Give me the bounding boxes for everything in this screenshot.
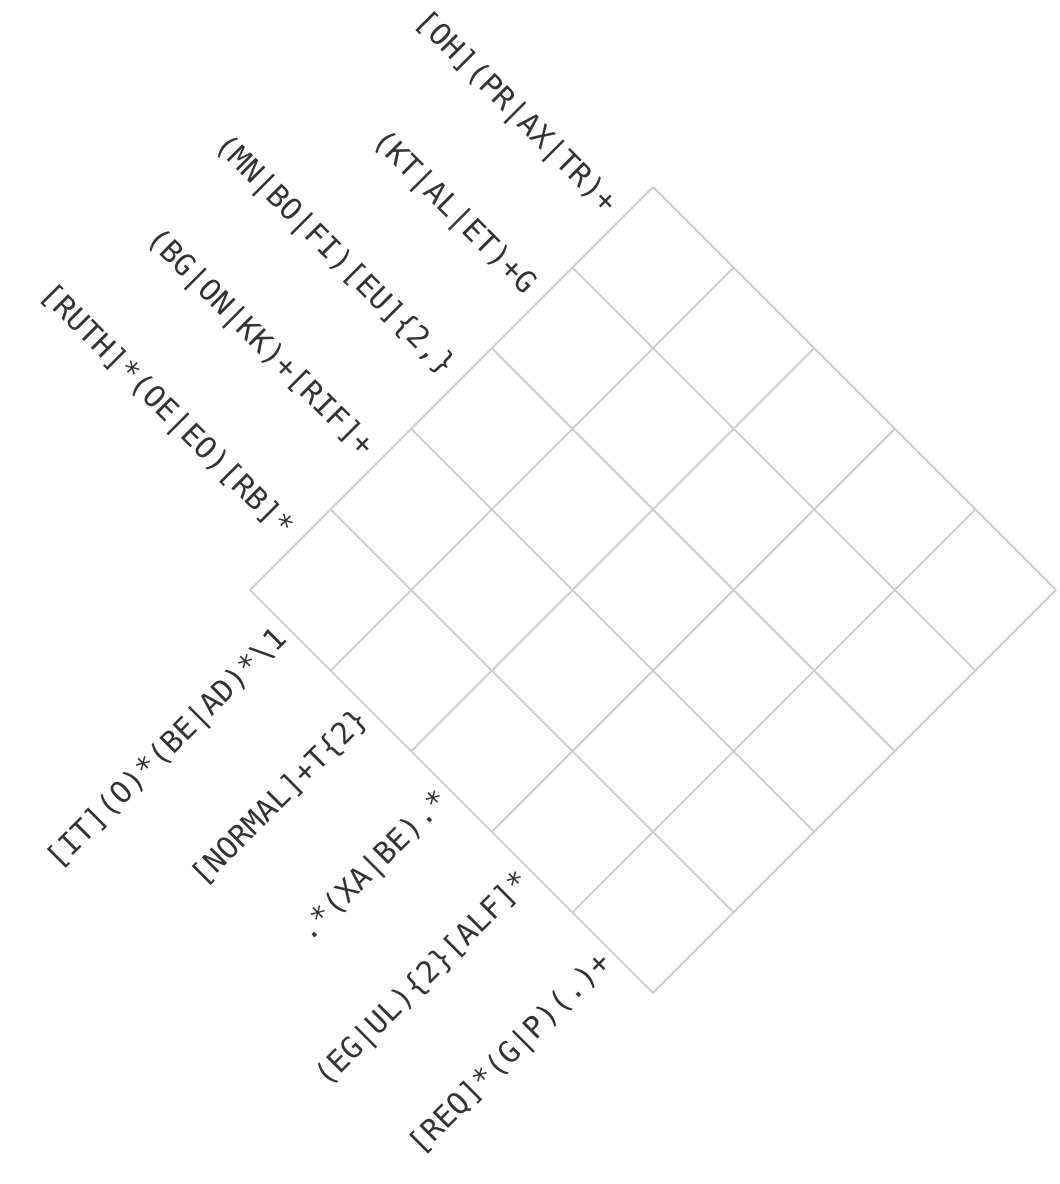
grid-line-col-2 <box>410 428 815 833</box>
grid-line-row-1 <box>329 266 735 672</box>
grid-line-row-0 <box>249 186 654 591</box>
grid-lines <box>249 186 1057 994</box>
clue-bottom-3: .*(XA|BE).* <box>290 783 455 948</box>
grid-line-row-3 <box>491 428 896 833</box>
clue-bottom-2: [NORMAL]+T{2} <box>184 702 375 893</box>
clue-top-2: (KT|AL|ET)+G <box>365 123 543 301</box>
grid-line-col-0 <box>249 589 654 994</box>
grid-line-col-5 <box>652 186 1057 591</box>
grid-line-col-3 <box>491 347 896 752</box>
grid-line-row-4 <box>571 508 977 914</box>
grid-line-col-1 <box>329 508 735 914</box>
grid-line-col-4 <box>571 266 977 672</box>
grid-line-row-2 <box>410 347 815 752</box>
grid-line-row-5 <box>652 589 1057 994</box>
